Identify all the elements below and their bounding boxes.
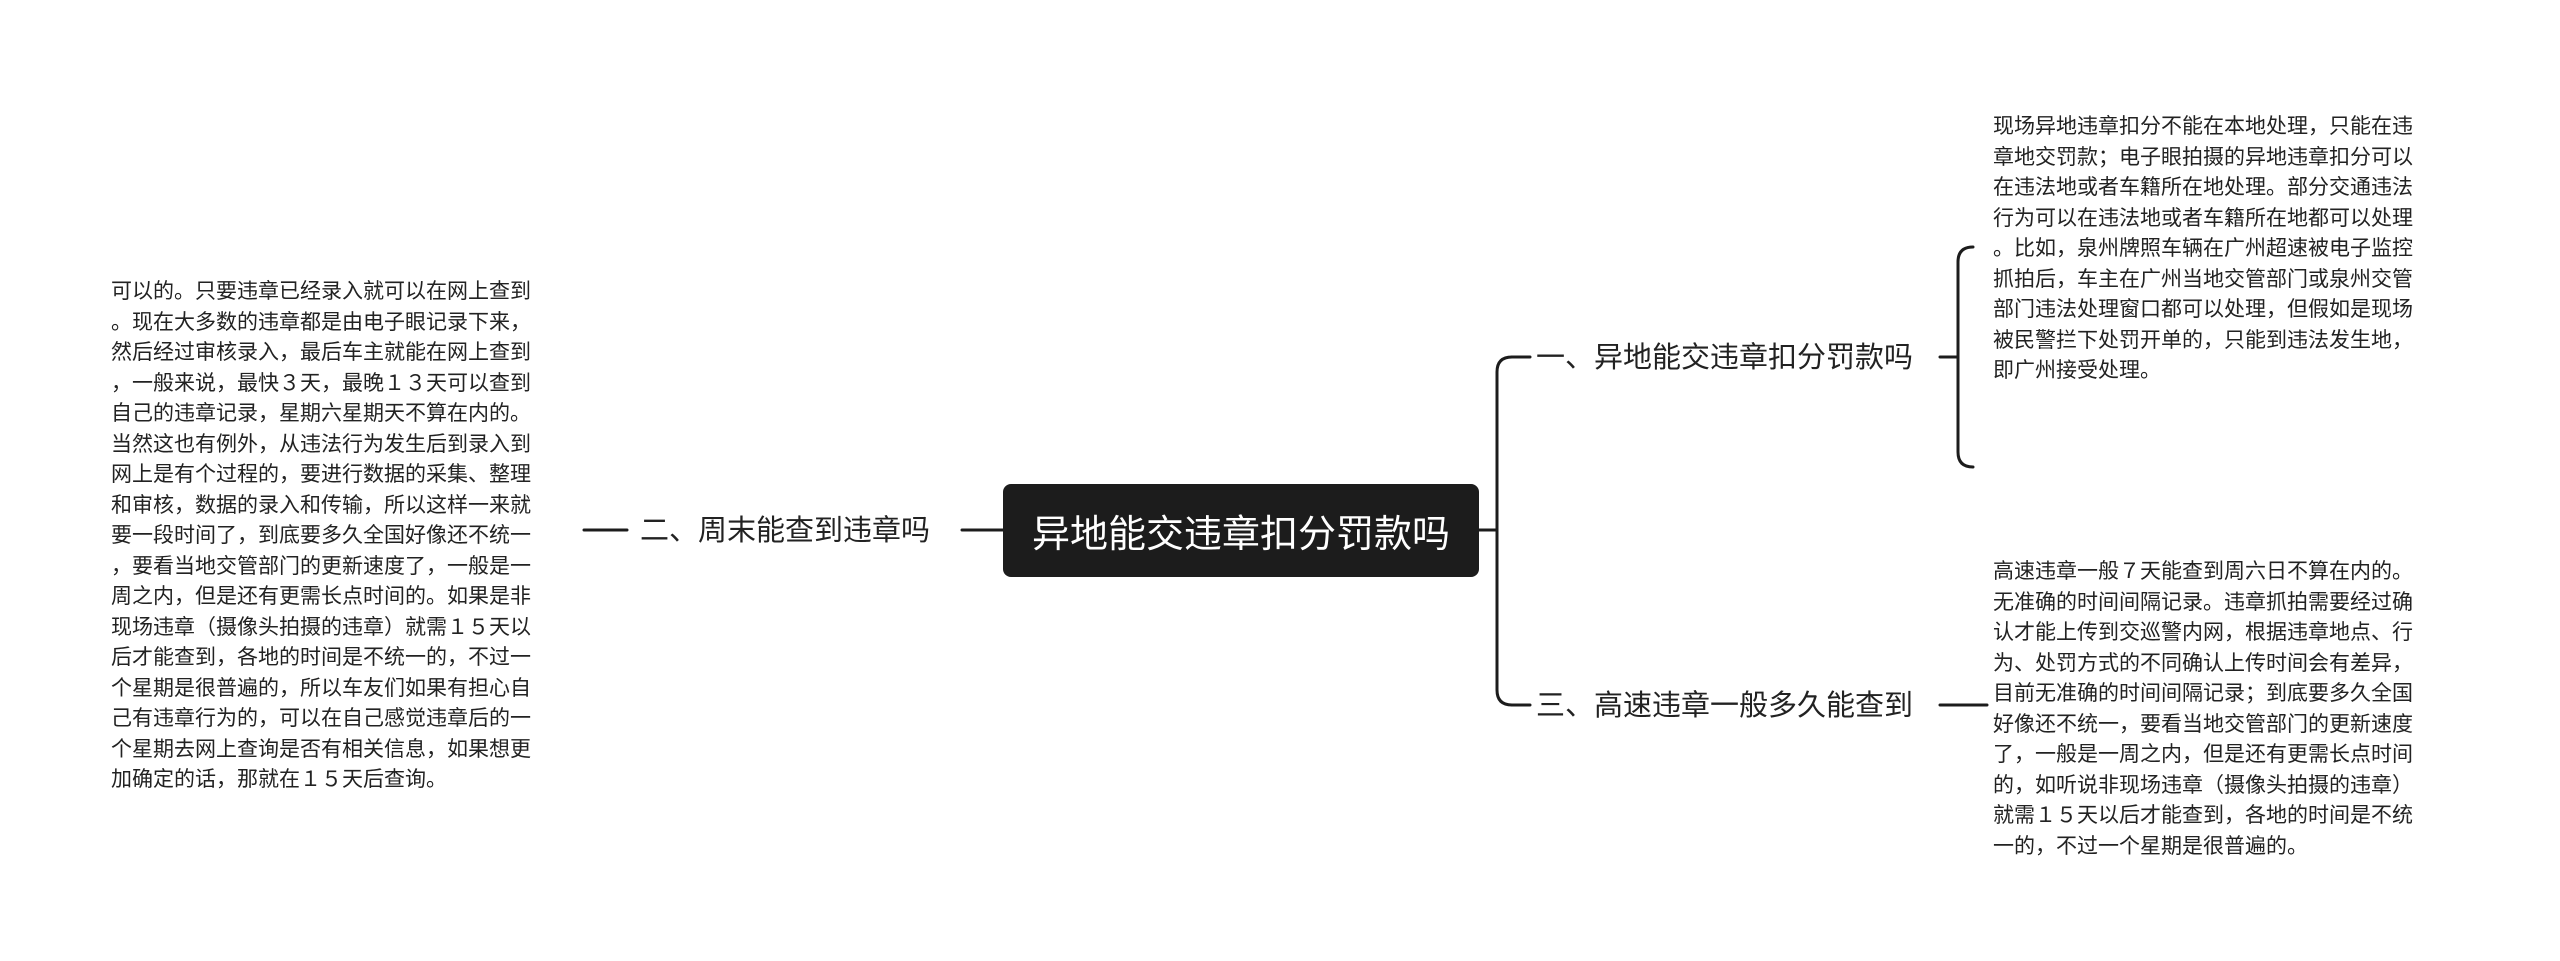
leaf-line: 无准确的时间间隔记录。违章抓拍需要经过确 <box>1993 589 2413 614</box>
branch-2-leaf-text: 可以的。只要违章已经录入就可以在网上查到。现在大多数的违章都是由电子眼记录下来，… <box>111 276 531 795</box>
root-title: 异地能交违章扣分罚款吗 <box>1031 512 1450 556</box>
leaf-line: 被民警拦下处罚开单的，只能到违法发生地， <box>1993 327 2413 352</box>
leaf-line: 己有违章行为的，可以在自己感觉违章后的一 <box>111 706 531 730</box>
leaf-line: 部门违法处理窗口都可以处理，但假如是现场 <box>1993 297 2413 321</box>
branch-1-leaf-bracket <box>1956 245 1975 469</box>
leaf-line: 高速违章一般７天能查到周六日不算在内的。 <box>1993 559 2413 583</box>
leaf-line: 的，如听说非现场违章（摄像头拍摄的违章） <box>1993 772 2413 797</box>
leaf-line: ，要看当地交管部门的更新速度了，一般是一 <box>111 553 531 578</box>
root-node[interactable]: 异地能交违章扣分罚款吗 <box>1003 484 1479 577</box>
leaf-line: 即广州接受处理。 <box>1993 358 2161 382</box>
leaf-line: 为、处罚方式的不同确认上传时间会有差异， <box>1993 650 2413 675</box>
connector-right-fork <box>1495 355 1514 707</box>
branch-2-label[interactable]: 二、周末能查到违章吗 <box>640 513 931 547</box>
leaf-line: 好像还不统一，要看当地交管部门的更新速度 <box>1993 711 2413 736</box>
leaf-line: 一的，不过一个星期是很普遍的。 <box>1993 833 2308 858</box>
branch-1-leaf-text: 现场异地违章扣分不能在本地处理，只能在违章地交罚款；电子眼拍摄的异地违章扣分可以… <box>1993 111 2413 386</box>
leaf-line: 当然这也有例外，从违法行为发生后到录入到 <box>111 431 531 456</box>
leaf-line: 然后经过审核录入，最后车主就能在网上查到 <box>111 340 531 364</box>
leaf-line: 个星期是很普遍的，所以车友们如果有担心自 <box>111 675 531 700</box>
leaf-line: 周之内，但是还有更需长点时间的。如果是非 <box>111 584 531 608</box>
leaf-line: 章地交罚款；电子眼拍摄的异地违章扣分可以 <box>1993 144 2413 169</box>
leaf-line: 在违法地或者车籍所在地处理。部分交通违法 <box>1993 175 2413 199</box>
leaf-line: 就需１５天以后才能查到，各地的时间是不统 <box>1993 803 2413 827</box>
leaf-line: 和审核，数据的录入和传输，所以这样一来就 <box>111 492 531 517</box>
leaf-line: 行为可以在违法地或者车籍所在地都可以处理 <box>1993 205 2413 230</box>
leaf-line: 要一段时间了，到底要多久全国好像还不统一 <box>111 523 531 547</box>
branch-1-label[interactable]: 一、异地能交违章扣分罚款吗 <box>1536 340 1914 374</box>
leaf-line: 现场违章（摄像头拍摄的违章）就需１５天以 <box>111 614 531 639</box>
leaf-line: 了，一般是一周之内，但是还有更需长点时间 <box>1993 742 2413 766</box>
leaf-line: 认才能上传到交巡警内网，根据违章地点、行 <box>1993 620 2413 644</box>
leaf-line: 抓拍后，车主在广州当地交管部门或泉州交管 <box>1993 266 2413 291</box>
leaf-line: 加确定的话，那就在１５天后查询。 <box>111 767 447 791</box>
leaf-line: 自己的违章记录，星期六星期天不算在内的。 <box>111 401 531 425</box>
branch-3-label[interactable]: 三、高速违章一般多久能查到 <box>1536 688 1914 722</box>
leaf-line: 。现在大多数的违章都是由电子眼记录下来， <box>111 309 531 334</box>
leaf-line: 可以的。只要违章已经录入就可以在网上查到 <box>111 279 531 303</box>
leaf-line: ，一般来说，最快３天，最晚１３天可以查到 <box>111 370 531 395</box>
leaf-line: 现场异地违章扣分不能在本地处理，只能在违 <box>1993 114 2413 138</box>
leaf-line: 。比如，泉州牌照车辆在广州超速被电子监控 <box>1993 236 2413 260</box>
leaf-line: 网上是有个过程的，要进行数据的采集、整理 <box>111 462 531 486</box>
leaf-line: 目前无准确的时间间隔记录；到底要多久全国 <box>1993 681 2413 705</box>
leaf-line: 后才能查到，各地的时间是不统一的，不过一 <box>111 645 531 669</box>
leaf-line: 个星期去网上查询是否有相关信息，如果想更 <box>111 736 531 761</box>
branch-3-leaf-text: 高速违章一般７天能查到周六日不算在内的。无准确的时间间隔记录。违章抓拍需要经过确… <box>1993 556 2413 861</box>
